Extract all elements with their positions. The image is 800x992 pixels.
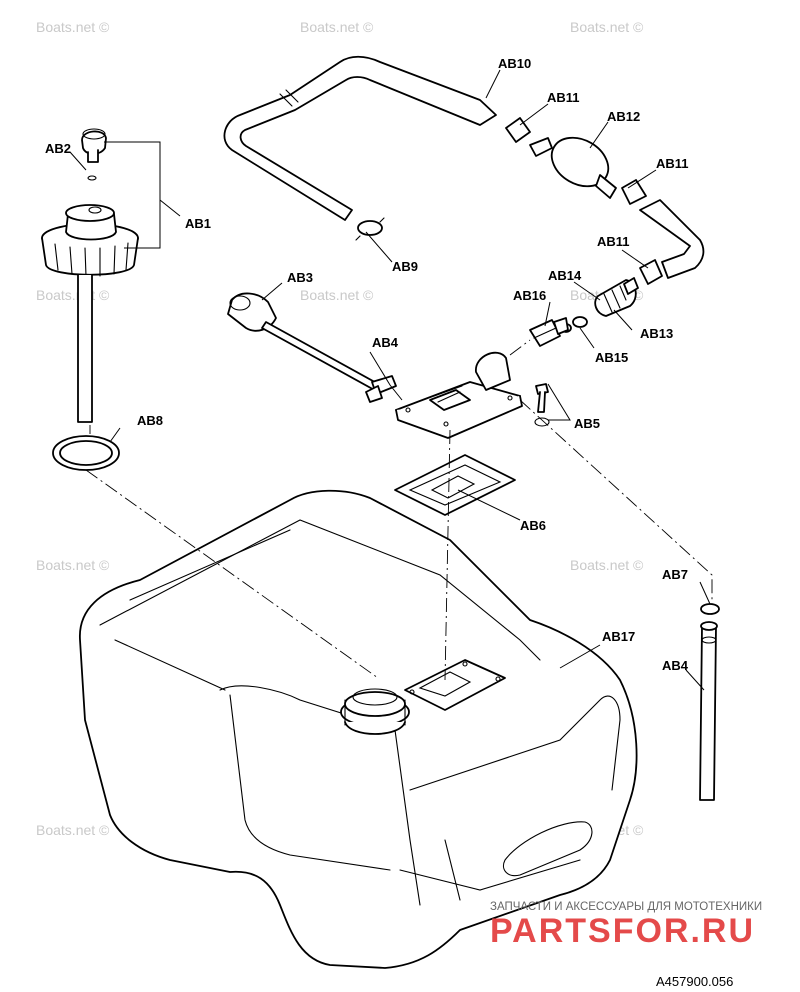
o-ring [52, 435, 120, 471]
callout-ab13: AB13 [640, 326, 673, 341]
watermark: Boats.net © [36, 19, 110, 35]
callout-ab16: AB16 [513, 288, 546, 303]
callout-ab7: AB7 [662, 567, 688, 582]
hose-clamp [355, 217, 385, 241]
callout-ab12: AB12 [607, 109, 640, 124]
callout-ab6: AB6 [520, 518, 546, 533]
callout-labels: AB2 AB1 AB3 AB4 AB5 AB6 AB8 AB9 AB10 AB1… [45, 56, 689, 673]
callout-ab17: AB17 [602, 629, 635, 644]
primer-bulb [529, 136, 617, 199]
brand-tagline: ЗАПЧАСТИ И АКСЕССУАРЫ ДЛЯ МОТОТЕХНИКИ [490, 901, 762, 913]
callout-ab15: AB15 [595, 350, 628, 365]
callout-ab11-low: AB11 [597, 234, 630, 249]
assembly-lines [85, 339, 713, 681]
callout-ab3: AB3 [287, 270, 313, 285]
callout-ab2: AB2 [45, 141, 71, 156]
brand-logo: PARTSFOR.RU [490, 912, 755, 950]
watermark: Boats.net © [300, 287, 374, 303]
brand-overlay: ЗАПЧАСТИ И АКСЕССУАРЫ ДЛЯ МОТОТЕХНИКИ PA… [490, 901, 762, 950]
pickup-tube [699, 621, 718, 801]
callout-ab1: AB1 [185, 216, 211, 231]
watermark: Boats.net © [36, 822, 110, 838]
watermark: Boats.net © [36, 557, 110, 573]
screw [534, 383, 550, 427]
fuel-connector [594, 277, 639, 317]
fuel-sender [395, 351, 523, 439]
callout-ab14: AB14 [548, 268, 582, 283]
callout-ab11-mid: AB11 [656, 156, 689, 171]
filler-cap [41, 128, 139, 423]
callout-ab9: AB9 [392, 259, 418, 274]
float-arm [227, 292, 397, 403]
gasket [394, 454, 516, 516]
leader-lines [69, 69, 711, 691]
clip [700, 603, 720, 615]
watermark: Boats.net © [300, 19, 374, 35]
callout-ab10: AB10 [498, 56, 531, 71]
callout-ab11-top: AB11 [547, 90, 580, 105]
watermark: Boats.net © [36, 287, 110, 303]
callout-ab8: AB8 [137, 413, 163, 428]
fuel-hose [223, 55, 705, 279]
drawing-number: A457900.056 [656, 974, 733, 989]
callout-ab4-sender: AB4 [372, 335, 399, 350]
fuel-tank [79, 489, 638, 969]
callout-ab4-tube: AB4 [662, 658, 689, 673]
watermark: Boats.net © [570, 19, 644, 35]
connector-fitting [529, 317, 569, 347]
callout-ab5: AB5 [574, 416, 600, 431]
watermark: Boats.net © [570, 557, 644, 573]
